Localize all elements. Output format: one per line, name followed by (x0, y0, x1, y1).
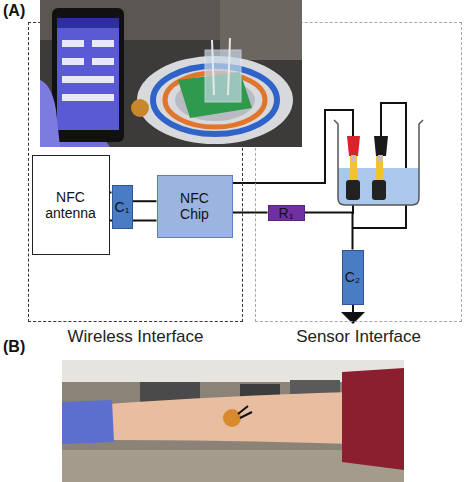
wire (305, 213, 353, 250)
node-label: NFC antenna (35, 189, 107, 221)
capacitor-symbol: C₂ (342, 250, 364, 305)
node-label: C₁ (115, 199, 130, 215)
clip-tip (351, 155, 356, 161)
wire (353, 103, 406, 228)
antenna-box: NFC antenna (32, 155, 110, 255)
wire (352, 305, 354, 312)
node-label: C₂ (345, 269, 361, 285)
region-heading: Sensor Interface (236, 327, 474, 347)
interface-region: Wireless InterfaceNFC antennaC₁NFC Chip (28, 22, 243, 322)
red-clip (347, 136, 360, 156)
chip-box: NFC Chip (157, 175, 233, 238)
electrode-pad (372, 180, 386, 200)
photo-b (62, 360, 404, 482)
wire (133, 200, 157, 202)
electrode-pad (346, 180, 360, 200)
panel-label: (A) (3, 2, 25, 20)
clip-tip (378, 155, 383, 161)
black-clip (374, 136, 388, 156)
interface-region: Sensor InterfaceR₁C₂ (255, 22, 462, 322)
wire (233, 212, 268, 214)
beaker (334, 120, 423, 205)
photo-a (40, 0, 302, 147)
node-label: NFC Chip (172, 190, 218, 222)
resistor-symbol: R₁ (268, 205, 305, 221)
capacitor-symbol: C₁ (112, 185, 133, 229)
ground-symbol (341, 312, 365, 324)
node-label: R₁ (279, 205, 294, 221)
panel-label: (B) (3, 338, 25, 356)
region-heading: Wireless Interface (9, 327, 262, 347)
